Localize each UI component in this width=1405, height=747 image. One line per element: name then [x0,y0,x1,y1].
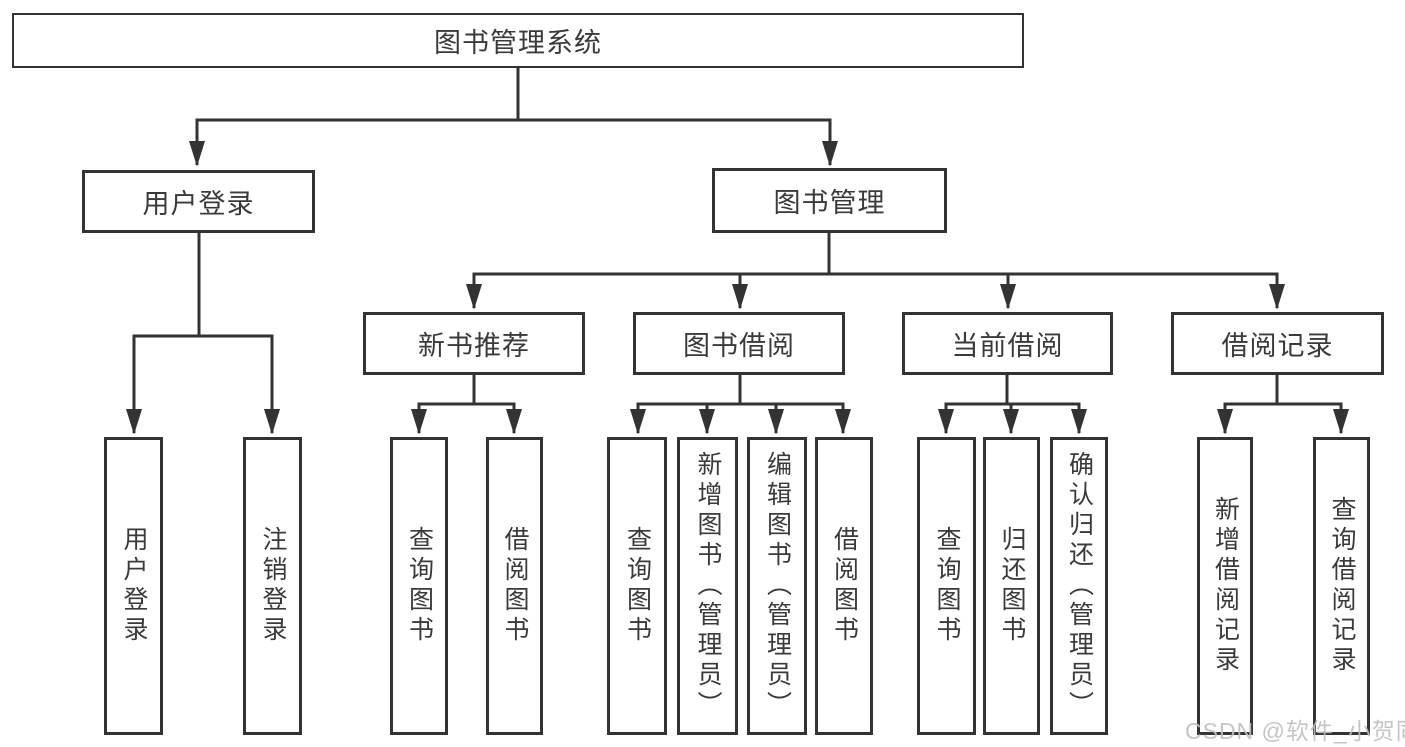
node-new-book-recommend: 新书推荐 [363,312,585,375]
node-user-login: 用户登录 [82,170,315,233]
node-root-system: 图书管理系统 [12,13,1024,68]
leaf-current-query-books-label: 查询图书 [933,526,961,646]
leaf-recommend-query-books-label: 查询图书 [405,526,434,646]
node-root-label: 图书管理系统 [434,28,602,58]
leaf-borrowing-add-books-admin-label: 新增图书（管理员） [694,451,722,721]
leaf-user-login: 用户登录 [104,437,163,735]
leaf-records-add-record-label: 新增借阅记录 [1211,496,1240,676]
connector-root-to-level2 [188,68,839,167]
leaf-recommend-borrow-books: 借阅图书 [486,437,543,735]
node-current-borrowing: 当前借阅 [902,312,1113,375]
leaf-logout: 注销登录 [243,437,302,735]
leaf-borrowing-query-books: 查询图书 [607,437,667,735]
leaf-borrowing-borrow-books: 借阅图书 [815,437,873,735]
leaf-borrowing-borrow-books-label: 借阅图书 [830,526,859,646]
leaf-recommend-borrow-books-label: 借阅图书 [501,526,529,646]
node-user-login-label: 用户登录 [142,189,255,219]
node-book-management: 图书管理 [712,168,947,233]
connector-user-login-to-leaves [125,233,281,435]
node-borrowing-records-label: 借阅记录 [1221,331,1334,361]
connector-recommend-to-leaves [410,375,523,435]
leaf-logout-label: 注销登录 [259,526,287,646]
leaf-current-query-books: 查询图书 [917,437,976,735]
node-book-management-label: 图书管理 [773,188,886,218]
leaf-current-return-books: 归还图书 [983,437,1040,735]
connector-borrowing-to-leaves [629,375,852,435]
leaf-borrowing-edit-books-admin: 编辑图书（管理员） [747,437,807,735]
node-new-book-recommend-label: 新书推荐 [418,331,530,361]
leaf-recommend-query-books: 查询图书 [390,437,448,735]
node-current-borrowing-label: 当前借阅 [951,331,1064,361]
connector-records-to-leaves [1216,375,1350,435]
leaf-user-login-label: 用户登录 [120,526,148,646]
leaf-records-query-record: 查询借阅记录 [1313,437,1370,735]
leaf-records-add-record: 新增借阅记录 [1197,437,1253,735]
connector-book-management-to-level3 [465,233,1286,310]
node-book-borrowing: 图书借阅 [633,312,845,375]
leaf-current-confirm-return-admin-label: 确认归还（管理员） [1065,451,1094,721]
connector-current-to-leaves [937,375,1088,435]
leaf-borrowing-query-books-label: 查询图书 [623,526,652,646]
leaf-records-query-record-label: 查询借阅记录 [1328,496,1356,676]
leaf-current-confirm-return-admin: 确认归还（管理员） [1050,437,1108,735]
watermark: CSDN @软件_小贺同学 [1185,718,1405,744]
leaf-current-return-books-label: 归还图书 [998,526,1026,646]
leaf-borrowing-add-books-admin: 新增图书（管理员） [677,437,738,735]
node-book-borrowing-label: 图书借阅 [683,331,795,361]
leaf-borrowing-edit-books-admin-label: 编辑图书（管理员） [763,451,792,721]
node-borrowing-records: 借阅记录 [1171,312,1384,375]
